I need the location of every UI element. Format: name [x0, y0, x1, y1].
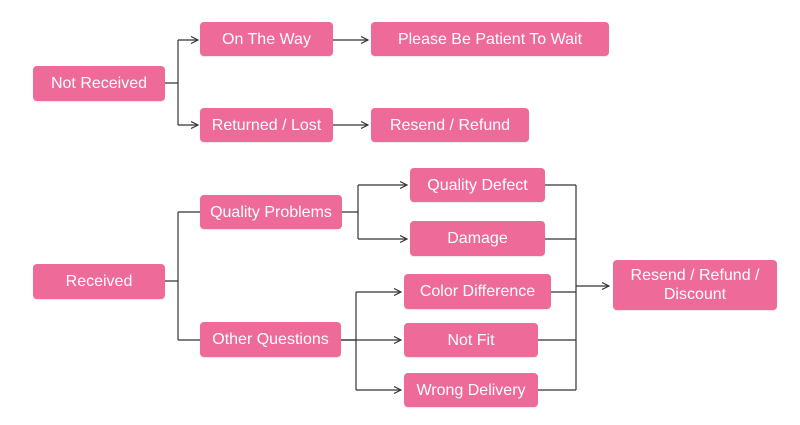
connector-received-split: [165, 211, 200, 341]
node-resend-refund: Resend / Refund: [371, 108, 529, 142]
node-not-received: Not Received: [33, 66, 165, 101]
connector-quality-split: [342, 185, 359, 239]
node-on-the-way: On The Way: [200, 22, 333, 56]
node-color-difference: Color Difference: [404, 274, 551, 309]
node-not-fit: Not Fit: [404, 323, 538, 357]
node-wrong-delivery: Wrong Delivery: [404, 373, 538, 407]
connector-other-split: [341, 292, 357, 390]
node-damage: Damage: [410, 221, 545, 256]
node-returned-lost: Returned / Lost: [200, 108, 333, 142]
node-received: Received: [33, 264, 165, 299]
node-resend-refund-discount: Resend / Refund / Discount: [613, 260, 777, 310]
node-quality-defect: Quality Defect: [410, 168, 545, 202]
node-other-questions: Other Questions: [200, 322, 341, 357]
connector-not-received-split: [165, 40, 179, 125]
connector-merge-bus: [538, 184, 577, 391]
node-quality-problems: Quality Problems: [200, 195, 342, 229]
node-please-be-patient: Please Be Patient To Wait: [371, 22, 609, 56]
